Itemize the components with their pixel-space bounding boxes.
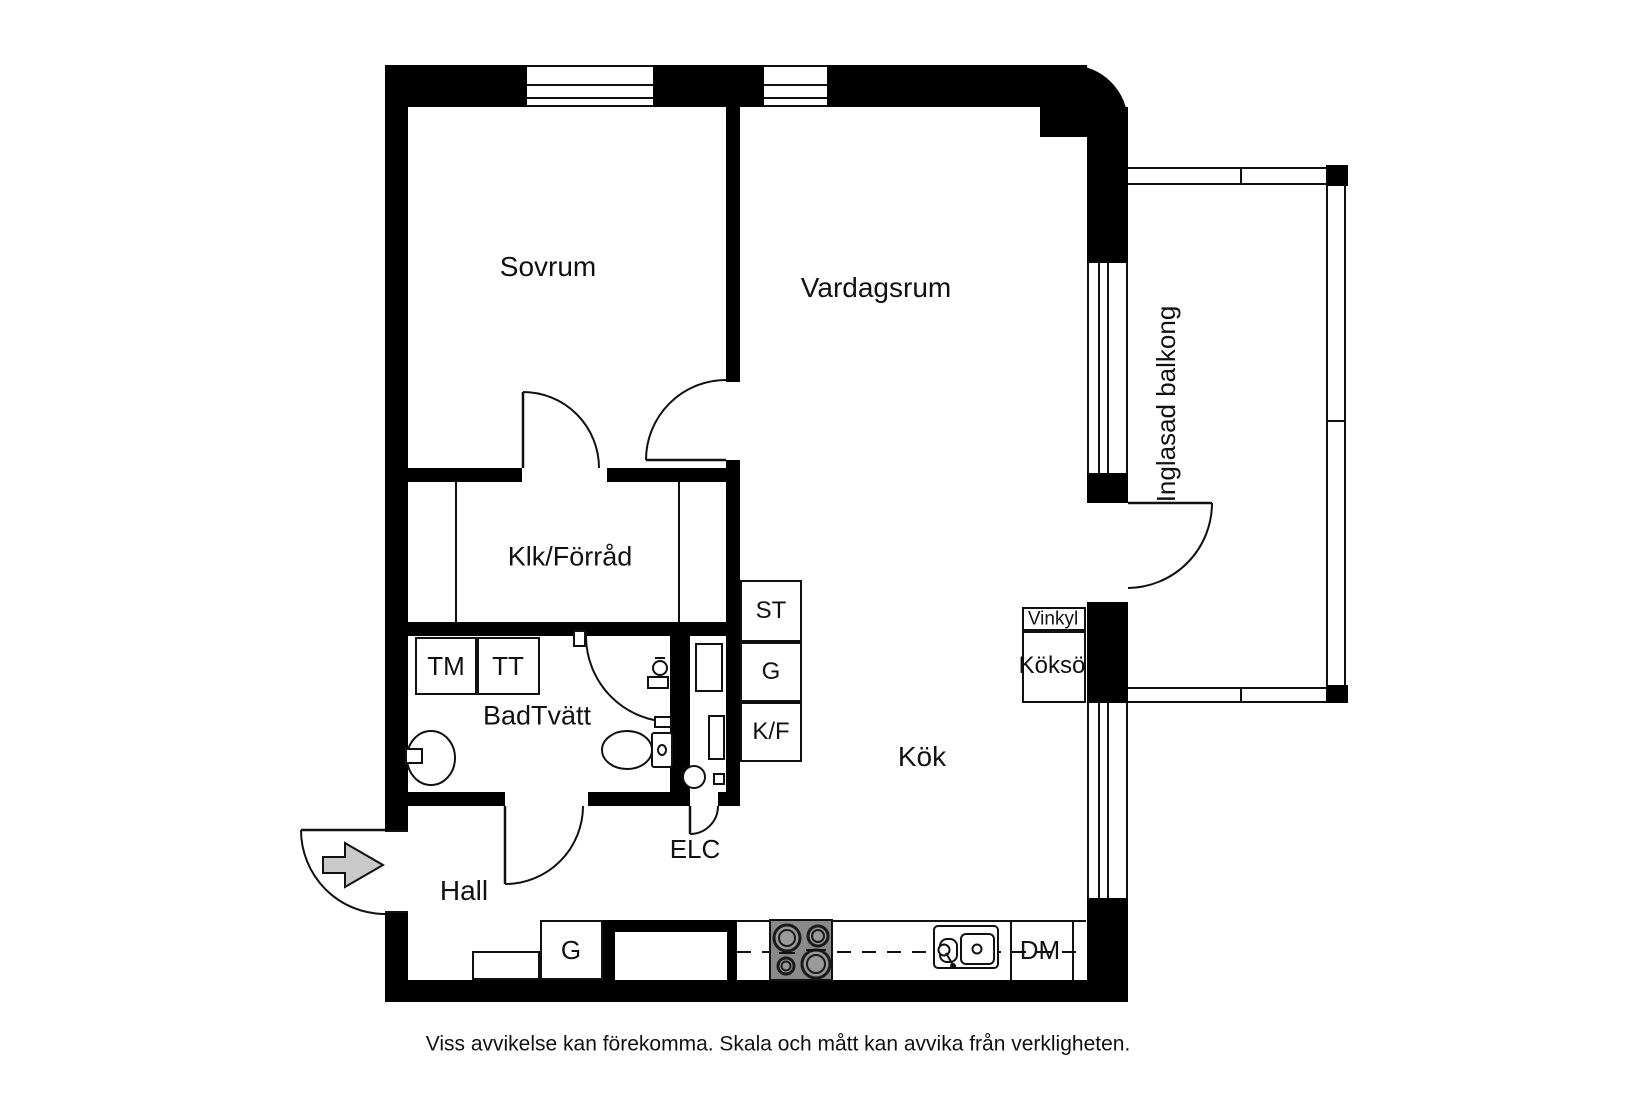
wall-main-vertical-foot <box>718 792 740 806</box>
balcony-door-opening <box>1087 503 1128 602</box>
balcony-glazing-right <box>1326 186 1328 687</box>
closet-g-kitchen <box>540 920 603 980</box>
room-label-sovrum: Sovrum <box>499 251 597 282</box>
stove-icon <box>769 919 833 981</box>
kitchen-sink-icon <box>933 925 999 969</box>
balcony-glazing-right <box>1344 186 1346 687</box>
door-elc <box>688 805 719 835</box>
bathroom-sink-icon <box>405 730 456 786</box>
elc-detail <box>713 773 725 785</box>
wall-elc-left <box>670 636 690 806</box>
window-right-1 <box>1087 263 1128 375</box>
window-mullion <box>1098 263 1100 375</box>
wardrobe-divider <box>678 482 680 622</box>
window-right-3 <box>1087 703 1128 802</box>
door-entrance <box>300 828 386 915</box>
dm-border <box>1072 920 1074 980</box>
room-label-hall: Hall <box>439 875 489 906</box>
wall-hall-top-right <box>588 792 672 806</box>
unit-label-kokso: Köksö <box>1018 652 1086 679</box>
window-mullion <box>1107 375 1109 473</box>
door-badtvatt <box>503 805 584 885</box>
closet-st <box>740 580 802 642</box>
balcony-mullion <box>1240 687 1242 703</box>
unit-kokso <box>1022 631 1086 703</box>
wall-main-vertical <box>726 460 740 806</box>
wardrobe-divider <box>455 482 457 622</box>
window-mullion <box>1098 703 1100 802</box>
shower-screen <box>573 630 673 728</box>
disclaimer-text: Viss avvikelse kan förekomma. Skala och … <box>425 1032 1131 1056</box>
room-label-badtvatt: BadTvätt <box>482 700 592 731</box>
elc-cabinet <box>695 643 723 692</box>
elc-cabinet-small <box>708 715 725 760</box>
balcony-glazing-top <box>1128 167 1330 169</box>
balcony-mullion <box>1240 167 1242 185</box>
unit-label-kf: K/F <box>752 718 790 745</box>
unit-tt <box>477 637 540 695</box>
wall-sovrum-bottom-right <box>607 468 726 482</box>
hall-step <box>472 951 540 980</box>
entrance-arrow-icon <box>322 841 385 889</box>
wall-sovrum-vardagsrum <box>726 107 740 382</box>
closet-kf <box>740 702 802 762</box>
window-mullion <box>764 97 827 99</box>
window-mullion <box>1098 375 1100 473</box>
balcony-post-top <box>1326 165 1348 186</box>
unit-label-tt: TT <box>492 651 524 681</box>
dm-border <box>1010 920 1012 980</box>
window-mullion <box>1107 703 1109 802</box>
wall-top <box>385 65 1087 107</box>
window-sovrum <box>527 65 653 107</box>
wall-hall-top-left <box>408 792 505 806</box>
door-balcony <box>1127 501 1213 589</box>
window-right-2 <box>1087 375 1128 473</box>
balcony-glazing-bottom <box>1128 701 1330 703</box>
unit-label-vinkyl: Vinkyl <box>1027 608 1079 630</box>
closet-g-upper <box>740 642 802 702</box>
wall-bottom <box>385 980 1128 1002</box>
window-mullion <box>764 84 827 86</box>
room-label-kok: Kök <box>897 741 947 772</box>
unit-label-tm: TM <box>427 651 465 681</box>
balcony-post-bottom <box>1326 685 1348 703</box>
window-right-4 <box>1087 802 1128 898</box>
unit-tm <box>415 637 477 695</box>
unit-vinkyl <box>1022 607 1086 631</box>
window-mullion <box>527 84 653 86</box>
wall-sovrum-bottom-left <box>408 468 522 482</box>
wall-left <box>385 65 408 1002</box>
toilet-icon <box>601 730 673 770</box>
shower-mixer-icon <box>647 657 669 689</box>
elc-boiler <box>682 765 706 789</box>
entrance-opening <box>385 830 408 913</box>
window-mullion <box>1098 802 1100 898</box>
door-sovrum <box>521 391 600 469</box>
wall-klk-bottom <box>408 622 726 636</box>
door-vardagsrum <box>645 379 727 462</box>
window-mullion <box>527 97 653 99</box>
kitchen-unit-inset <box>615 932 727 980</box>
window-vardagsrum <box>764 65 827 107</box>
balcony-mullion <box>1326 420 1346 422</box>
unit-label-g-upper: G <box>761 658 781 685</box>
unit-label-elc: ELC <box>669 834 721 864</box>
unit-label-g-kitchen: G <box>560 935 582 965</box>
room-label-vardagsrum: Vardagsrum <box>800 272 952 303</box>
window-mullion <box>1107 263 1109 375</box>
balcony-glazing-top <box>1128 183 1330 185</box>
window-mullion <box>1107 802 1109 898</box>
balcony-glazing-bottom <box>1128 687 1330 689</box>
unit-label-dm: DM <box>1019 935 1061 965</box>
counter-dashed-line <box>737 951 1086 953</box>
unit-label-st: ST <box>755 597 787 624</box>
room-label-klk-forrad: Klk/Förråd <box>507 541 633 572</box>
